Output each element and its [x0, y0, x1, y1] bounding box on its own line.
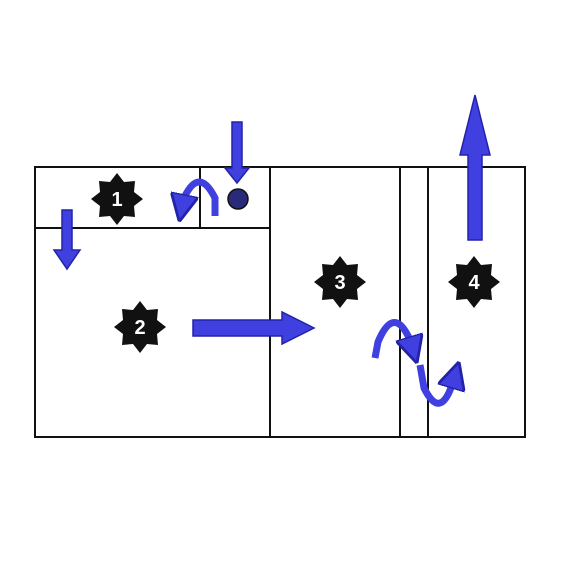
arrow-up-icon: [459, 94, 491, 241]
badge-1: 1: [91, 173, 143, 225]
u-turn-arrow-icon: [371, 319, 413, 358]
badge-label: 1: [111, 189, 122, 211]
badge-label: 3: [334, 272, 345, 294]
arrow-down-icon: [52, 209, 82, 271]
badge-4: 4: [448, 256, 500, 308]
u-turn-arrows: [182, 178, 455, 407]
flow-arrows: [52, 94, 491, 346]
u-turn-arrow-icon: [182, 178, 219, 216]
badge-2: 2: [114, 301, 166, 353]
filled-circle-icon: [227, 188, 249, 210]
arrow-down-icon: [223, 121, 251, 185]
outer-boundary: [34, 166, 526, 438]
u-turn-arrow-icon: [416, 365, 455, 407]
badge-label: 2: [134, 317, 145, 339]
badge-label: 4: [468, 272, 480, 294]
badge-3: 3: [314, 256, 366, 308]
arrow-right-icon: [192, 310, 316, 346]
